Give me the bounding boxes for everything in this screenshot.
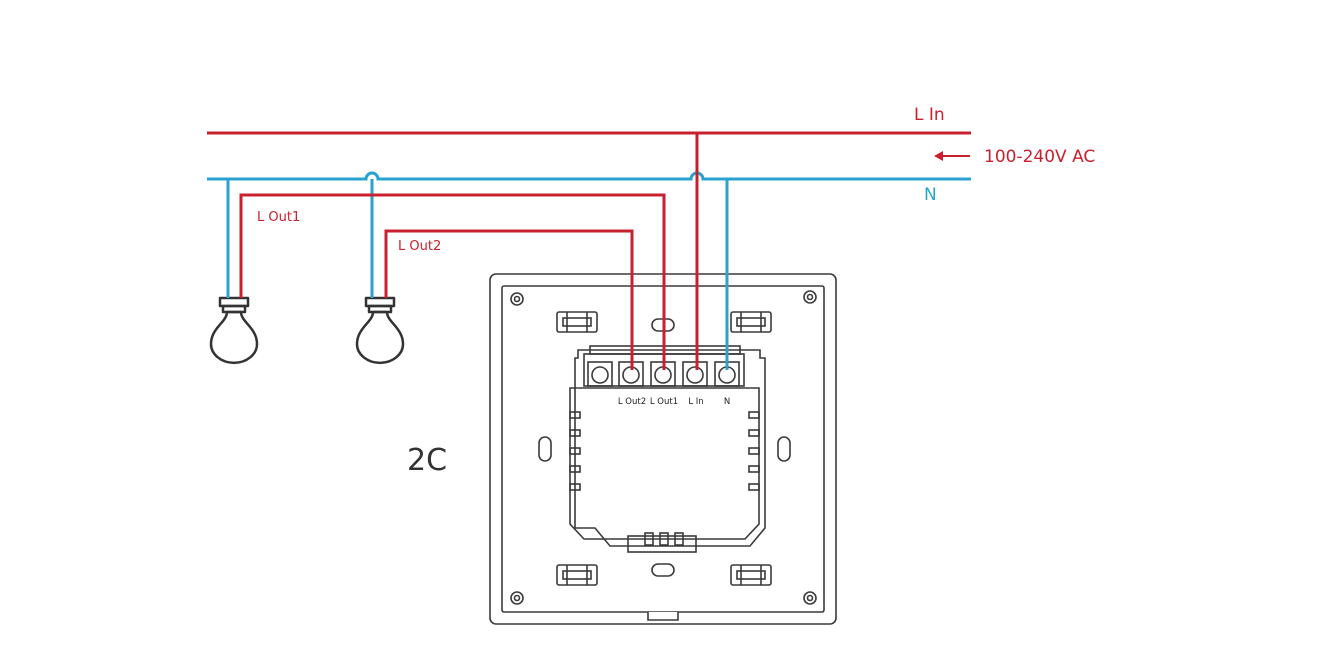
- label-l-in: L In: [914, 105, 945, 125]
- slot-left: [538, 436, 552, 462]
- module-bottom-connector: [627, 532, 697, 553]
- label-l-out2: L Out2: [398, 239, 441, 254]
- light-bulb-icon: [355, 296, 405, 365]
- arrow-left-icon: [934, 151, 970, 161]
- slot-bottom: [651, 563, 675, 577]
- light-bulb-icon: [209, 296, 259, 365]
- screw-top-right: [803, 290, 817, 304]
- label-n: N: [924, 185, 937, 205]
- wire-l-out2: [384, 229, 634, 370]
- wire-l-out1: [239, 193, 666, 370]
- module-side-ribs-left: [569, 411, 581, 491]
- wire-n-main: [207, 171, 971, 181]
- module-inner: [569, 387, 760, 540]
- module-body: [574, 349, 766, 547]
- label-l-out1: L Out1: [257, 210, 300, 225]
- screw-top-left: [510, 292, 524, 306]
- terminal-label-l-in: L In: [688, 397, 703, 407]
- terminal-label-l-out1: L Out1: [650, 397, 678, 407]
- terminal-label-l-out2: L Out2: [618, 397, 646, 407]
- module-side-ribs-right: [748, 411, 760, 491]
- screw-bottom-left: [510, 591, 524, 605]
- clip-bottom-right: [730, 564, 772, 586]
- clip-bottom-left: [556, 564, 598, 586]
- screw-bottom-right: [803, 591, 817, 605]
- model-label: 2C: [407, 443, 447, 478]
- slot-right: [777, 436, 791, 462]
- terminal-label-n: N: [724, 397, 730, 407]
- bottom-notch: [647, 612, 679, 621]
- terminal-screw-spare: [587, 361, 613, 387]
- label-supply-voltage: 100-240V AC: [984, 147, 1095, 167]
- clip-top-right: [730, 311, 772, 333]
- terminal-screw-l-in: [682, 361, 708, 387]
- clip-top-left: [556, 311, 598, 333]
